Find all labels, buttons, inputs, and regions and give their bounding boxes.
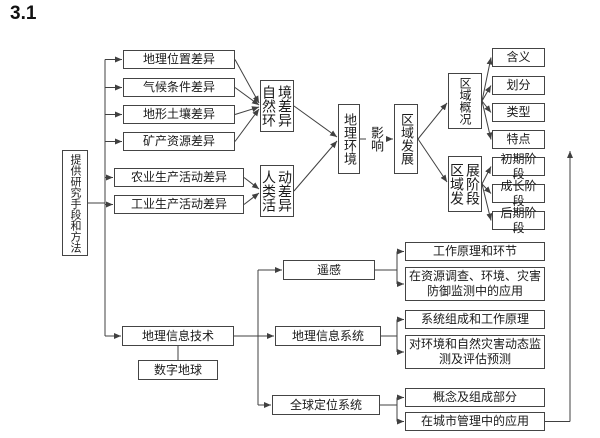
node-gps: 全球定位系统 [272, 395, 380, 415]
page-title: 3.1 [10, 3, 37, 24]
node-growth-stage: 成长阶段 [492, 179, 545, 208]
node-mineral-resource-difference: 矿产资源差异 [123, 132, 235, 151]
node-type: 类型 [492, 103, 545, 122]
node-natural-environment-difference: 自然环境差异 [260, 80, 294, 132]
node-digital-earth: 数字地球 [138, 360, 218, 380]
node-geographic-information-technology: 地理信息技术 [122, 326, 234, 346]
node-meaning: 含义 [492, 48, 545, 67]
node-location-difference: 地理位置差异 [123, 50, 235, 69]
node-division: 划分 [492, 76, 545, 95]
node-late-stage: 后期阶段 [492, 206, 545, 235]
node-rs-principle: 工作原理和环节 [405, 242, 545, 261]
node-agriculture-activity-difference: 农业生产活动差异 [114, 168, 244, 187]
node-human-activity-difference: 人类活动差异 [260, 165, 294, 217]
node-remote-sensing: 遥感 [283, 260, 375, 280]
node-gis-monitoring: 对环境和自然灾害动态监测及评估预测 [405, 335, 545, 369]
node-rs-application: 在资源调查、环境、灾害防御监测中的应用 [405, 267, 545, 301]
node-gps-concept: 概念及组成部分 [405, 388, 545, 407]
node-development-stages: 区域发展阶段 [448, 156, 482, 212]
node-early-stage: 初期阶段 [492, 152, 545, 181]
node-gis: 地理信息系统 [275, 326, 381, 346]
node-regional-development: 区域发展 [394, 104, 418, 174]
node-feature: 特点 [492, 130, 545, 149]
node-industry-activity-difference: 工业生产活动差异 [114, 195, 244, 214]
node-gis-composition: 系统组成和工作原理 [405, 310, 545, 329]
node-gps-application: 在城市管理中的应用 [405, 412, 545, 431]
node-terrain-soil-difference: 地形土壤差异 [123, 105, 235, 124]
node-geographic-environment: 地理环境 [338, 104, 360, 174]
node-research-methods: 提供研究手段和方法 [62, 150, 88, 256]
node-regional-overview: 区域概况 [448, 73, 482, 129]
label-influence: 影响 [366, 122, 386, 156]
node-climate-difference: 气候条件差异 [123, 78, 235, 97]
